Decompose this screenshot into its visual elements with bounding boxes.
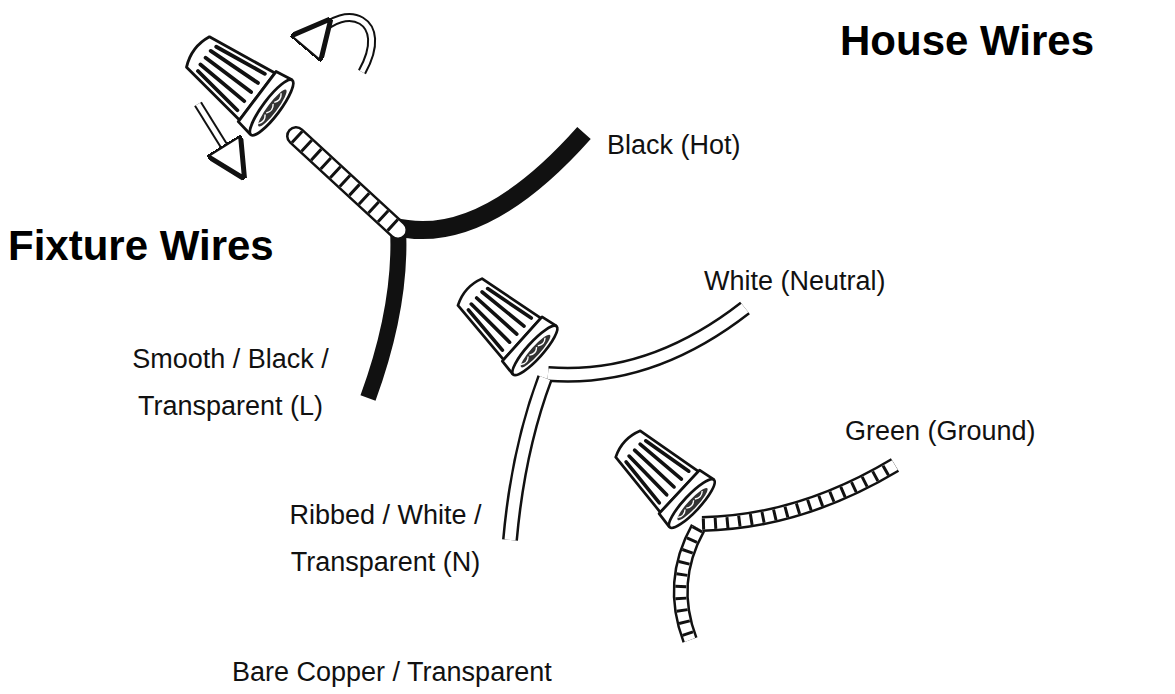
wire-label: Bare Copper / Transparent (232, 655, 652, 690)
wire-label: Ribbed / White / Transparent (N) (258, 492, 513, 587)
heading: Fixture Wires (8, 219, 348, 274)
wire-label: White (Neutral) (704, 264, 984, 299)
heading: House Wires (840, 14, 1170, 69)
wire-label: Smooth / Black / Transparent (L) (98, 336, 363, 431)
wire-label: Black (Hot) (607, 128, 827, 163)
wire-label: Green (Ground) (845, 414, 1125, 449)
